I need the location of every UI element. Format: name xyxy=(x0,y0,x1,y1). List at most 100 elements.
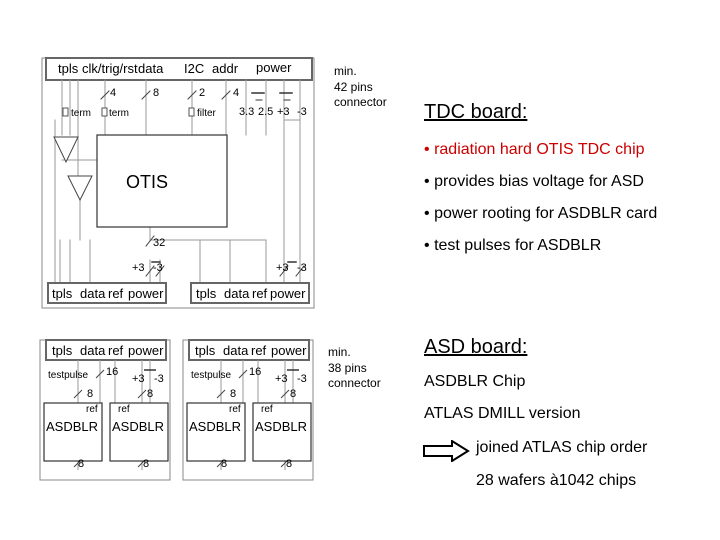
bottom-right-power: power xyxy=(270,286,306,301)
voltage-3-3: 3.3 xyxy=(239,106,254,118)
supply-right-minus: -3 xyxy=(297,262,307,274)
asd-card-2-chip-right xyxy=(252,402,312,462)
tdc-point-text: power rooting for ASDBLR card xyxy=(434,205,658,222)
asd-line-2: ATLAS DMILL version xyxy=(424,405,581,422)
bullet-glyph: • xyxy=(424,173,430,190)
tdc-point-3: • power rooting for ASDBLR card xyxy=(424,205,657,223)
asd-card-2-in-left: 8 xyxy=(230,388,236,400)
bottom-left-tpls: tpls xyxy=(52,286,73,301)
asd-arrow-line-1: joined ATLAS chip order xyxy=(476,439,648,456)
asd-card-1-power: power xyxy=(128,343,164,358)
asd-note-line-2: 38 pins xyxy=(328,361,367,375)
bus-width-label: 32 xyxy=(153,237,165,249)
asd-board-diagram: tpls data ref power xyxy=(39,339,381,481)
tdc-voltages: 3.3 2.5 +3 -3 xyxy=(239,106,307,118)
term-resistor-1 xyxy=(62,107,69,117)
bottom-left-power: power xyxy=(128,286,164,301)
asd-card-2-data: data xyxy=(223,343,249,358)
supply-left-plus: +3 xyxy=(132,262,145,274)
label-term-2: term xyxy=(109,108,129,119)
otis-chip xyxy=(96,134,228,228)
asd-note-line-1: min. xyxy=(328,345,351,359)
asd-card-1-lines xyxy=(77,360,151,470)
label-addr: addr xyxy=(212,61,239,76)
asd-card-2-tpls: tpls xyxy=(195,343,216,358)
asd-card-1-out-left: 8 xyxy=(78,458,84,470)
tdc-point-text: provides bias voltage for ASD xyxy=(434,173,644,190)
asd-card-2-plus: +3 xyxy=(275,373,288,385)
tdc-point-text: test pulses for ASDBLR xyxy=(434,237,602,254)
asd-card-2-out-left: 8 xyxy=(221,458,227,470)
bottom-right-tpls: tpls xyxy=(196,286,217,301)
asd-card-2-chip-left xyxy=(186,402,246,462)
asd-card-2-ref-left: ref xyxy=(229,404,241,415)
bottom-right-ref: ref xyxy=(252,286,268,301)
asd-card-2-power: power xyxy=(271,343,307,358)
asd-card-1-in-right: 8 xyxy=(147,388,153,400)
asd-card-2-testpulse: testpulse xyxy=(191,370,231,381)
tdc-point-2: • provides bias voltage for ASD xyxy=(424,173,644,191)
term-resistor-2 xyxy=(101,107,108,117)
tdc-pin-counts: 4 8 2 4 xyxy=(110,87,239,99)
asd-card-1-tpls: tpls xyxy=(52,343,73,358)
pin-count-addr: 4 xyxy=(233,87,239,99)
asd-card-1-ref-right: ref xyxy=(118,404,130,415)
tdc-pin-ticks xyxy=(100,90,305,277)
tdc-bottom-connector-left xyxy=(47,282,167,304)
supply-right-plus: +3 xyxy=(276,262,289,274)
asd-card-1-plus: +3 xyxy=(132,373,145,385)
tdc-top-connector xyxy=(45,57,313,81)
buffer-triangle-2 xyxy=(67,175,93,202)
label-data: data xyxy=(138,61,164,76)
asd-card-1-testpulse: testpulse xyxy=(48,370,88,381)
asd-card-1-connector xyxy=(45,339,167,361)
asd-connector-note: min. 38 pins connector xyxy=(328,345,381,390)
asd-card-2-chip-left-label: ASDBLR xyxy=(189,419,241,434)
pin-count-clk: 4 xyxy=(110,87,116,99)
asd-card-2-connector xyxy=(188,339,310,361)
asd-card-1-count: 16 xyxy=(106,366,118,378)
asd-arrow-line-2: 28 wafers à1042 chips xyxy=(476,472,637,489)
asd-card-2-out-right: 8 xyxy=(286,458,292,470)
asd-card-2-in-right: 8 xyxy=(290,388,296,400)
tdc-bottom-connector-right xyxy=(190,282,310,304)
tdc-note-line-2: 42 pins xyxy=(334,80,373,94)
supply-left-minus: -3 xyxy=(153,262,163,274)
asd-card-1-out-right: 8 xyxy=(143,458,149,470)
asd-card-2-ref: ref xyxy=(251,343,267,358)
buffer-triangles xyxy=(53,136,93,202)
asd-note-line-3: connector xyxy=(328,376,381,390)
bottom-left-ref: ref xyxy=(108,286,124,301)
asd-card-1-chip-left-label: ASDBLR xyxy=(46,419,98,434)
voltage-plus-3: +3 xyxy=(277,106,290,118)
voltage-minus-3: -3 xyxy=(297,106,307,118)
asd-card-1-ref-left: ref xyxy=(86,404,98,415)
label-power: power xyxy=(256,60,292,75)
tdc-point-4: • test pulses for ASDBLR xyxy=(424,237,601,255)
bottom-right-data: data xyxy=(224,286,250,301)
tdc-supply-labels: +3 -3 +3 -3 xyxy=(132,262,307,274)
asd-card-1-ref: ref xyxy=(108,343,124,358)
tdc-board-diagram: tpls clk/trig/rst data I2C addr power xyxy=(41,57,387,309)
pin-count-i2c: 2 xyxy=(199,87,205,99)
otis-chip-label: OTIS xyxy=(126,172,168,192)
bullet-glyph: • xyxy=(424,141,430,158)
filter-component xyxy=(188,107,195,117)
tdc-note-line-1: min. xyxy=(334,64,357,78)
bullet-glyph: • xyxy=(424,237,430,254)
bullet-glyph: • xyxy=(424,205,430,222)
asd-card-1-chip-right-label: ASDBLR xyxy=(112,419,164,434)
asd-card-2-chip-right-label: ASDBLR xyxy=(255,419,307,434)
label-i2c: I2C xyxy=(184,61,204,76)
voltage-2-5: 2.5 xyxy=(258,106,273,118)
pin-count-data: 8 xyxy=(153,87,159,99)
tdc-connector-note: min. 42 pins connector xyxy=(334,64,387,109)
label-term-1: term xyxy=(71,108,91,119)
right-arrow-icon xyxy=(423,440,470,462)
label-tpls: tpls xyxy=(58,61,79,76)
asd-card-1: tpls data ref power xyxy=(39,339,171,481)
tdc-point-text: radiation hard OTIS TDC chip xyxy=(434,141,645,158)
asd-card-1-minus: -3 xyxy=(154,373,164,385)
asd-card-1-chip-left xyxy=(43,402,103,462)
